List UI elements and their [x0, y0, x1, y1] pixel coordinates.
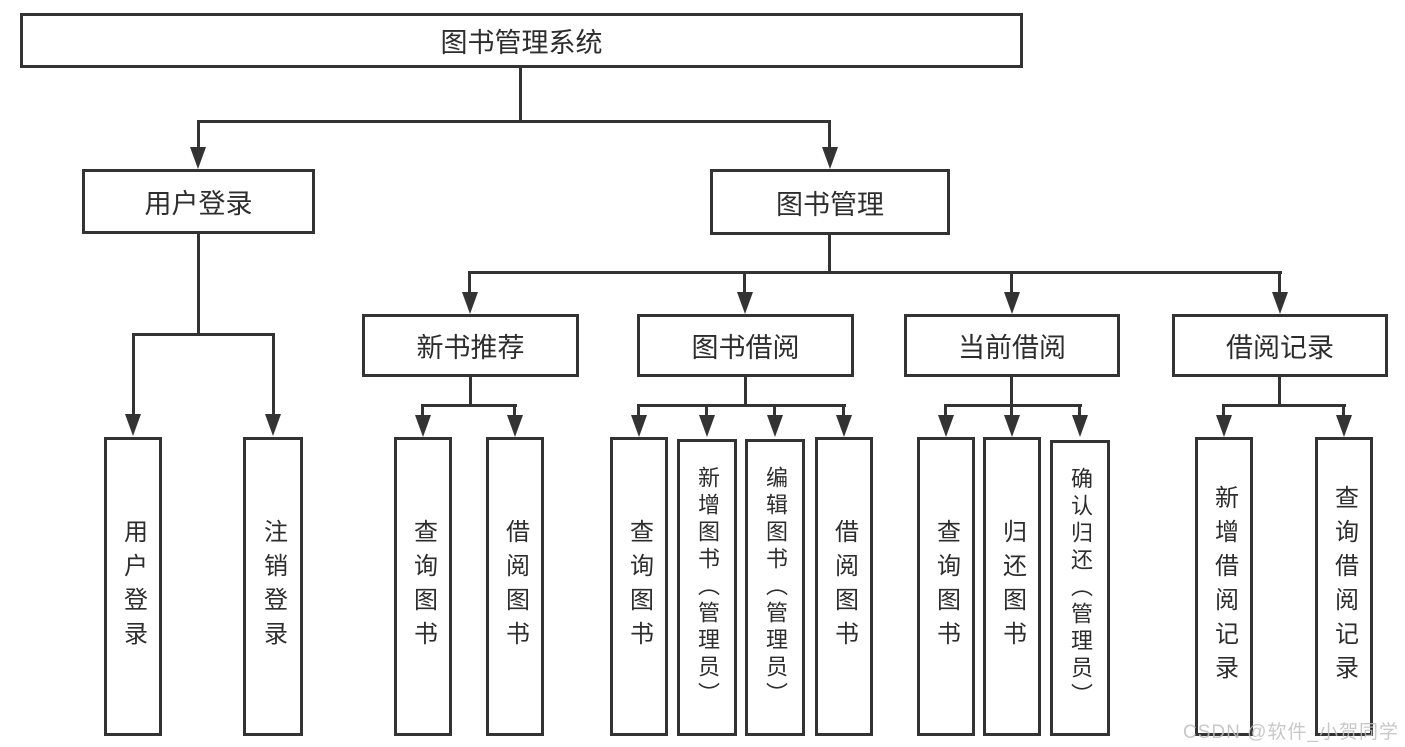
arrow-down-icon: [507, 415, 523, 437]
connector-current-borrowing-stem: [1010, 377, 1013, 405]
leaf-label: 确认归还（管理员）: [1068, 466, 1093, 710]
leaf-add-borrow-record: 新增借阅记录: [1195, 437, 1253, 736]
leaf-label: 编辑图书（管理员）: [763, 466, 788, 709]
leaf-borrow-books-recommend: 借阅图书: [486, 437, 544, 736]
arrow-down-icon: [190, 147, 206, 169]
connector-new-book-bus: [421, 404, 517, 407]
arrow-down-icon: [1004, 415, 1020, 437]
leaf-label: 查询图书: [409, 518, 437, 655]
connector-drop: [1222, 404, 1225, 416]
leaf-confirm-return-admin: 确认归还（管理员）: [1050, 440, 1110, 736]
connector-drop: [705, 404, 708, 416]
node-book-management: 图书管理: [710, 169, 950, 235]
connector-book-borrowing-bus: [637, 404, 846, 407]
connector-drop: [1010, 404, 1013, 416]
connector-book-management-bus: [469, 271, 1282, 274]
connector-drop-leaf-logout: [272, 333, 275, 415]
connector-drop-book-management: [828, 120, 831, 148]
arrow-down-icon: [767, 415, 783, 437]
leaf-label: 注销登录: [259, 518, 287, 655]
connector-borrowing-records-bus: [1222, 404, 1346, 407]
connector-new-book-stem: [469, 377, 472, 405]
csdn-watermark: CSDN @软件_小贺同学: [1183, 722, 1399, 743]
arrow-down-icon: [1216, 415, 1232, 437]
connector-drop-current-borrowing: [1010, 271, 1013, 293]
connector-drop: [842, 404, 845, 416]
connector-drop: [637, 404, 640, 416]
connector-user-login-bus: [132, 333, 275, 336]
arrow-down-icon: [1336, 415, 1352, 437]
leaf-label: 用户登录: [119, 518, 147, 655]
arrow-down-icon: [1272, 292, 1288, 314]
connector-drop-borrowing-records: [1278, 271, 1281, 293]
leaf-logout-login: 注销登录: [243, 437, 303, 736]
node-borrowing-records: 借阅记录: [1172, 314, 1388, 377]
connector-drop: [1342, 404, 1345, 416]
arrow-down-icon: [938, 415, 954, 437]
connector-drop: [1078, 404, 1081, 416]
leaf-edit-books-admin: 编辑图书（管理员）: [745, 439, 805, 736]
leaf-label: 新增借阅记录: [1210, 484, 1238, 689]
arrow-down-icon: [822, 147, 838, 169]
connector-drop-new-book: [468, 271, 471, 293]
connector-book-management-stem: [828, 235, 831, 272]
connector-root-stem: [519, 68, 522, 120]
arrow-down-icon: [1004, 292, 1020, 314]
connector-drop: [421, 404, 424, 416]
connector-drop-user-login: [197, 120, 200, 148]
leaf-label: 新增图书（管理员）: [695, 466, 720, 709]
connector-drop: [513, 404, 516, 416]
connector-root-bus: [197, 120, 831, 123]
node-new-book-recommendation: 新书推荐: [362, 314, 579, 377]
arrow-down-icon: [699, 415, 715, 437]
connector-drop-book-borrowing: [743, 271, 746, 293]
leaf-query-books-current: 查询图书: [917, 437, 975, 736]
arrow-down-icon: [415, 415, 431, 437]
connector-drop: [773, 404, 776, 416]
connector-current-borrowing-bus: [944, 404, 1082, 407]
connector-book-borrowing-stem: [744, 377, 747, 405]
leaf-query-borrow-record: 查询借阅记录: [1315, 437, 1373, 736]
arrow-down-icon: [125, 414, 141, 436]
arrow-down-icon: [737, 292, 753, 314]
leaf-query-books-recommend: 查询图书: [394, 437, 452, 736]
leaf-user-login: 用户登录: [104, 437, 162, 736]
connector-drop: [944, 404, 947, 416]
leaf-label: 借阅图书: [501, 518, 529, 655]
leaf-return-books: 归还图书: [983, 437, 1041, 736]
connector-drop-leaf-user-login: [132, 333, 135, 415]
leaf-label: 查询借阅记录: [1330, 484, 1358, 689]
leaf-label: 查询图书: [625, 518, 653, 655]
connector-borrowing-records-stem: [1278, 377, 1281, 405]
arrow-down-icon: [836, 415, 852, 437]
arrow-down-icon: [1072, 415, 1088, 437]
leaf-add-books-admin: 新增图书（管理员）: [677, 439, 737, 736]
node-user-login: 用户登录: [82, 169, 315, 234]
connector-user-login-stem: [197, 234, 200, 334]
arrow-down-icon: [265, 414, 281, 436]
leaf-label: 归还图书: [998, 518, 1026, 655]
node-library-management-system: 图书管理系统: [20, 13, 1023, 68]
arrow-down-icon: [631, 415, 647, 437]
leaf-borrow-books-borrowing: 借阅图书: [815, 437, 873, 736]
leaf-label: 借阅图书: [830, 518, 858, 655]
arrow-down-icon: [462, 292, 478, 314]
node-current-borrowing: 当前借阅: [904, 314, 1120, 377]
node-book-borrowing: 图书借阅: [637, 314, 854, 377]
leaf-label: 查询图书: [932, 518, 960, 655]
leaf-query-books-borrowing: 查询图书: [610, 437, 668, 736]
